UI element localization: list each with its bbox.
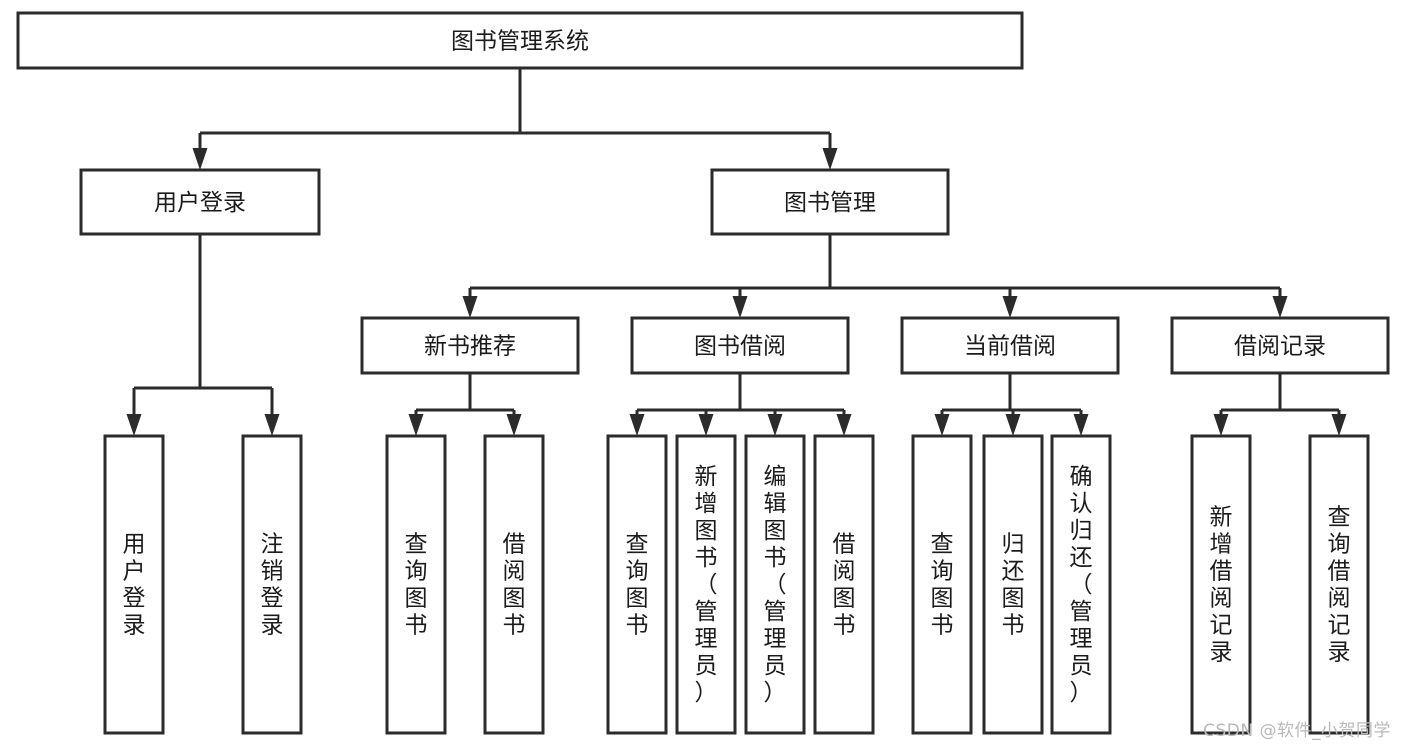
node-l-rec-query[interactable]: 查询借阅记录	[1308, 434, 1370, 735]
node-l-bb-borrow[interactable]: 借阅图书	[813, 434, 875, 735]
node-l-cb-return[interactable]: 归还图书	[982, 434, 1044, 735]
node-box	[1170, 316, 1390, 375]
node-label: 用户登录	[154, 190, 246, 216]
node-l-user-logout[interactable]: 注销登录	[241, 434, 303, 735]
node-l-bb-edit[interactable]: 编辑图书（管理员）	[744, 434, 806, 735]
node-label: 借阅图书	[503, 532, 526, 639]
node-n-current[interactable]: 当前借阅	[900, 316, 1120, 375]
node-box	[1190, 434, 1252, 735]
arrow-head-icon	[408, 414, 424, 436]
arrow-head-icon	[264, 414, 280, 436]
arrow-head-icon	[822, 148, 838, 170]
node-box	[606, 434, 668, 735]
node-label: 归还图书	[1002, 532, 1025, 639]
arrow-head-icon	[767, 414, 783, 436]
watermark-text: CSDN @软件_小贺同学	[1203, 721, 1391, 741]
arrow-head-icon	[629, 414, 645, 436]
arrow-head-icon	[506, 414, 522, 436]
node-n-borrow[interactable]: 图书借阅	[630, 316, 850, 375]
node-n-user-login[interactable]: 用户登录	[79, 168, 321, 236]
node-label: 新增借阅记录	[1210, 505, 1233, 666]
edges-layer	[126, 68, 1347, 436]
arrow-head-icon	[1272, 296, 1288, 318]
arrow-head-icon	[732, 296, 748, 318]
node-label: 查询图书	[626, 532, 649, 639]
node-label: 借阅图书	[833, 532, 856, 639]
node-box	[483, 434, 545, 735]
node-n-book-mgmt[interactable]: 图书管理	[710, 168, 950, 236]
node-label: 查询图书	[931, 532, 954, 639]
node-box	[1308, 434, 1370, 735]
node-label: 图书管理系统	[451, 29, 589, 55]
node-box	[360, 316, 580, 375]
node-n-record[interactable]: 借阅记录	[1170, 316, 1390, 375]
arrow-head-icon	[698, 414, 714, 436]
node-label: 新书推荐	[424, 334, 516, 360]
node-box	[710, 168, 950, 236]
node-label: 借阅记录	[1234, 334, 1326, 360]
node-label: 新增图书（管理员）	[695, 464, 718, 706]
node-label: 当前借阅	[964, 334, 1056, 360]
node-l-bb-add[interactable]: 新增图书（管理员）	[675, 434, 737, 735]
arrow-head-icon	[1073, 414, 1089, 436]
arrow-head-icon	[1002, 296, 1018, 318]
node-box	[675, 434, 737, 735]
node-box	[813, 434, 875, 735]
node-l-nb-query[interactable]: 查询图书	[385, 434, 447, 735]
node-l-bb-query[interactable]: 查询图书	[606, 434, 668, 735]
node-label: 查询图书	[405, 532, 428, 639]
node-box	[982, 434, 1044, 735]
node-box	[630, 316, 850, 375]
node-label: 编辑图书（管理员）	[764, 464, 787, 706]
node-label: 用户登录	[123, 532, 146, 639]
node-l-cb-query[interactable]: 查询图书	[911, 434, 973, 735]
arrow-head-icon	[1005, 414, 1021, 436]
node-label: 确认归还（管理员）	[1070, 464, 1093, 706]
node-label: 图书借阅	[694, 334, 786, 360]
node-box	[79, 168, 321, 236]
node-box	[16, 11, 1024, 70]
node-box	[385, 434, 447, 735]
node-box	[744, 434, 806, 735]
node-l-nb-borrow[interactable]: 借阅图书	[483, 434, 545, 735]
node-box	[900, 316, 1120, 375]
node-box	[241, 434, 303, 735]
arrow-head-icon	[192, 148, 208, 170]
arrow-head-icon	[1213, 414, 1229, 436]
node-root[interactable]: 图书管理系统	[16, 11, 1024, 70]
node-label: 注销登录	[261, 532, 284, 639]
node-box	[911, 434, 973, 735]
node-l-rec-add[interactable]: 新增借阅记录	[1190, 434, 1252, 735]
arrow-head-icon	[934, 414, 950, 436]
node-l-cb-confirm[interactable]: 确认归还（管理员）	[1050, 434, 1112, 735]
arrow-head-icon	[462, 296, 478, 318]
node-label: 查询借阅记录	[1328, 505, 1351, 666]
arrow-head-icon	[1331, 414, 1347, 436]
nodes-layer: 图书管理系统用户登录图书管理新书推荐图书借阅当前借阅借阅记录用户登录注销登录查询…	[16, 11, 1390, 735]
node-box	[103, 434, 165, 735]
arrow-head-icon	[126, 414, 142, 436]
node-l-user-login[interactable]: 用户登录	[103, 434, 165, 735]
node-n-new-book[interactable]: 新书推荐	[360, 316, 580, 375]
node-box	[1050, 434, 1112, 735]
arrow-head-icon	[836, 414, 852, 436]
node-label: 图书管理	[784, 190, 876, 216]
